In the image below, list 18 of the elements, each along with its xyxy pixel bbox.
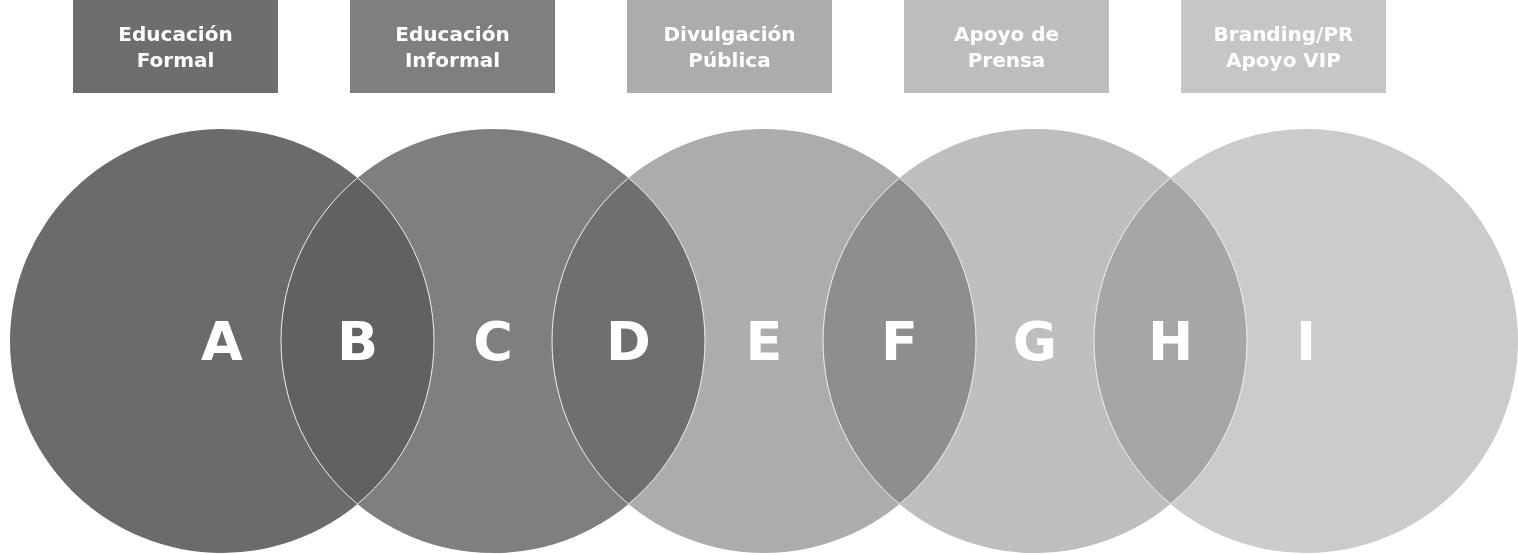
region-letter: A (201, 309, 243, 373)
category-title: Educación Formal (117, 20, 234, 73)
category-box (73, 0, 278, 93)
category-box (904, 0, 1109, 93)
category-box (1181, 0, 1386, 93)
region-letter: E (745, 309, 783, 373)
region-letter: G (1012, 309, 1058, 373)
category-title: Apoyo de Prensa (952, 20, 1061, 73)
region-letter: C (473, 309, 513, 373)
region-letter: H (1147, 309, 1194, 373)
region-letter: F (881, 309, 918, 373)
category-box (350, 0, 555, 93)
category-box (627, 0, 832, 93)
category-title: Branding/PR Apoyo VIP (1212, 20, 1355, 73)
category-title: Educación Informal (394, 20, 511, 73)
region-letter: B (336, 309, 379, 373)
region-letter: D (606, 309, 651, 373)
category-title: Divulgación Pública (662, 20, 797, 73)
